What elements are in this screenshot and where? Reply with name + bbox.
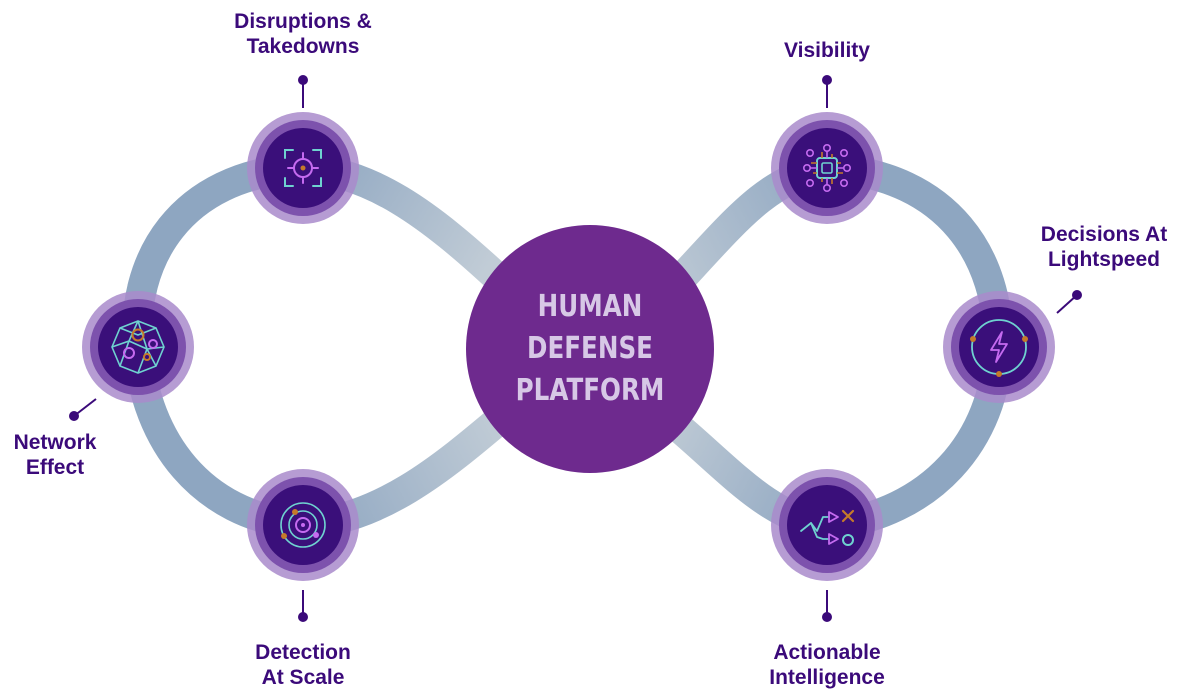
label-visibility-line-1: Visibility bbox=[784, 39, 870, 62]
node-decisions bbox=[943, 291, 1055, 403]
node-disruptions bbox=[247, 112, 359, 224]
node-detection bbox=[247, 469, 359, 581]
label-actionable-line-1: Actionable bbox=[773, 641, 881, 664]
label-disruptions-line-2: Takedowns bbox=[246, 35, 360, 58]
connector-visibility bbox=[822, 75, 832, 108]
label-decisions: Decisions At Lightspeed bbox=[1026, 222, 1182, 272]
connector-decisions bbox=[1056, 290, 1082, 314]
label-network-line-1: Network bbox=[13, 431, 97, 454]
connector-network bbox=[69, 398, 97, 421]
lightning-bolt-icon bbox=[970, 319, 1028, 377]
label-actionable-line-2: Intelligence bbox=[769, 666, 885, 689]
center-circle bbox=[466, 225, 714, 473]
label-decisions-line-1: Decisions At bbox=[1040, 223, 1168, 246]
strategy-play-icon bbox=[800, 509, 855, 546]
center-title-line-1: HUMAN bbox=[537, 289, 643, 324]
network-mesh-icon bbox=[111, 320, 165, 374]
label-actionable: Actionable Intelligence bbox=[727, 640, 927, 690]
label-network-line-2: Effect bbox=[25, 456, 85, 479]
node-actionable bbox=[771, 469, 883, 581]
connector-detection bbox=[298, 590, 308, 622]
center-title-line-3: PLATFORM bbox=[515, 373, 665, 408]
label-detection: Detection At Scale bbox=[203, 640, 403, 690]
label-visibility: Visibility bbox=[727, 38, 927, 63]
label-disruptions-line-1: Disruptions & bbox=[234, 10, 372, 33]
node-visibility bbox=[771, 112, 883, 224]
connector-disruptions bbox=[298, 75, 308, 108]
target-crosshair-icon bbox=[284, 149, 322, 187]
node-network bbox=[82, 291, 194, 403]
label-detection-line-1: Detection bbox=[255, 641, 351, 664]
chip-network-icon bbox=[802, 143, 851, 192]
radar-orbit-icon bbox=[280, 502, 326, 548]
center-title-line-2: DEFENSE bbox=[527, 331, 653, 366]
label-decisions-line-2: Lightspeed bbox=[1047, 248, 1160, 271]
label-disruptions: Disruptions & Takedowns bbox=[203, 9, 403, 59]
connector-actionable bbox=[822, 590, 832, 622]
center-title: HUMAN DEFENSE PLATFORM bbox=[488, 254, 691, 444]
label-detection-line-2: At Scale bbox=[261, 666, 345, 689]
label-network: Network Effect bbox=[0, 430, 110, 480]
